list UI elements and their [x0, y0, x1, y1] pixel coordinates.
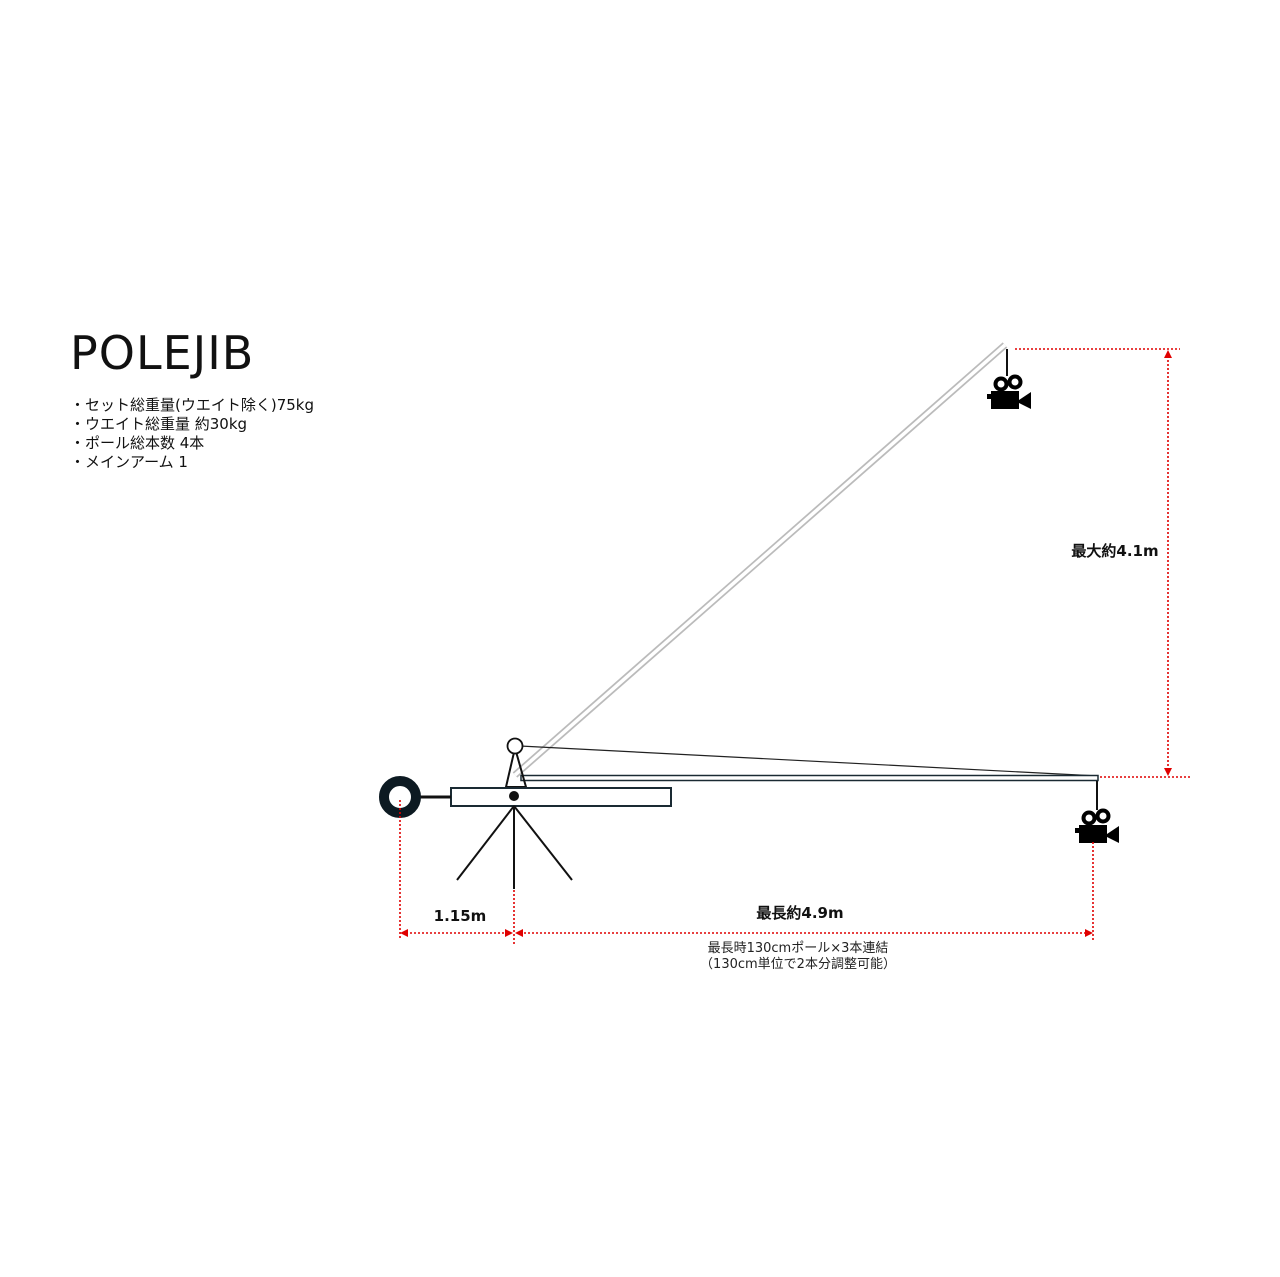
horizontal-arm: [520, 774, 1099, 782]
max-height-label: 最大約4.1m: [1071, 542, 1158, 560]
base-bar: [450, 787, 672, 807]
dimension-arrows: [400, 350, 1172, 937]
pivot-dot: [509, 791, 519, 801]
length-note: 最長時130cmポール×3本連結: [708, 941, 889, 956]
spec-item: ・ウエイト総重量 約30kg: [70, 415, 248, 433]
spec-list: ・セット総重量(ウエイト除く)75kg ・ウエイト総重量 約30kg ・ポール総…: [70, 396, 314, 472]
tripod: [456, 805, 573, 889]
pulley: [506, 737, 524, 755]
spec-item: ・ポール総本数 4本: [70, 434, 205, 452]
max-length-label: 最長約4.9m: [756, 904, 843, 922]
counterweight-distance-label: 1.15m: [434, 907, 487, 925]
camera-icon: [987, 374, 1031, 409]
camera-icon: [1075, 808, 1119, 843]
dimension-lines: [399, 348, 1190, 946]
page-title: POLEJIB: [70, 326, 255, 380]
support-cable: [519, 745, 1099, 777]
length-note: （130cm単位で2本分調整可能）: [700, 956, 896, 972]
spec-item: ・メインアーム 1: [70, 453, 188, 471]
spec-item: ・セット総重量(ウエイト除く)75kg: [70, 396, 315, 414]
